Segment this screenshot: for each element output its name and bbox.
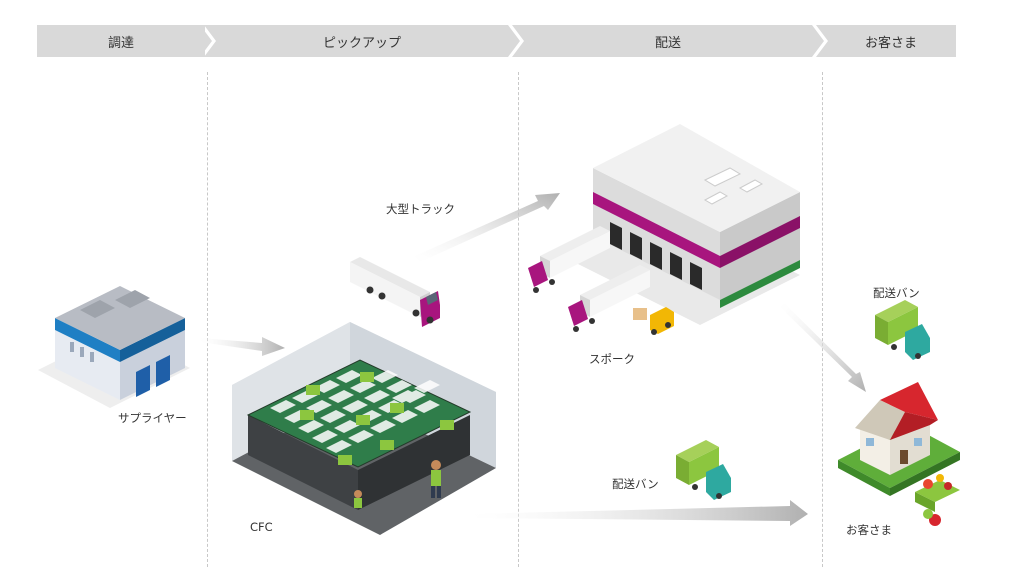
van-bottom-label: 配送バン [612,477,659,491]
dock-truck-icon [528,226,610,293]
van-top-label: 配送バン [873,286,920,300]
process-stage-bar: 調達 ピックアップ 配送 お客さま [0,25,1014,57]
flow-arrow-supplier-to-cfc [200,337,285,356]
column-divider [518,72,519,567]
cfc-label: CFC [250,520,273,534]
customer-house-icon [838,382,960,496]
stage-chevron-customer [816,25,956,57]
supplier-building-icon [38,286,190,408]
spoke-building-icon [570,124,800,325]
large-truck-label: 大型トラック [386,202,455,216]
delivery-van-icon [875,300,930,360]
column-divider [207,72,208,567]
column-divider [822,72,823,567]
delivery-van-icon [676,440,731,500]
worker-icon [354,460,441,508]
flow-arrow-spoke-to-customer [780,303,866,392]
stage-customer-label: お客さま [864,35,917,51]
stage-chevron-delivery [512,25,824,57]
spoke-label: スポーク [589,352,635,366]
stage-chevron-pickup [204,25,520,57]
robot-icon [300,372,454,465]
stage-procurement-label: 調達 [37,25,205,57]
groceries-icon [915,474,960,526]
cfc-warehouse-icon [232,322,496,535]
flow-arrow-cfc-to-customer [470,500,808,526]
forklift-icon [633,307,674,335]
flow-arrow-truck-to-spoke [415,193,560,262]
large-truck-icon [350,257,440,327]
stage-pickup-label: ピックアップ [322,35,401,51]
dock-truck-icon [568,265,650,332]
customer-label: お客さま [846,523,892,537]
stage-delivery-label: 配送 [654,35,681,51]
supplier-label: サプライヤー [118,411,187,425]
